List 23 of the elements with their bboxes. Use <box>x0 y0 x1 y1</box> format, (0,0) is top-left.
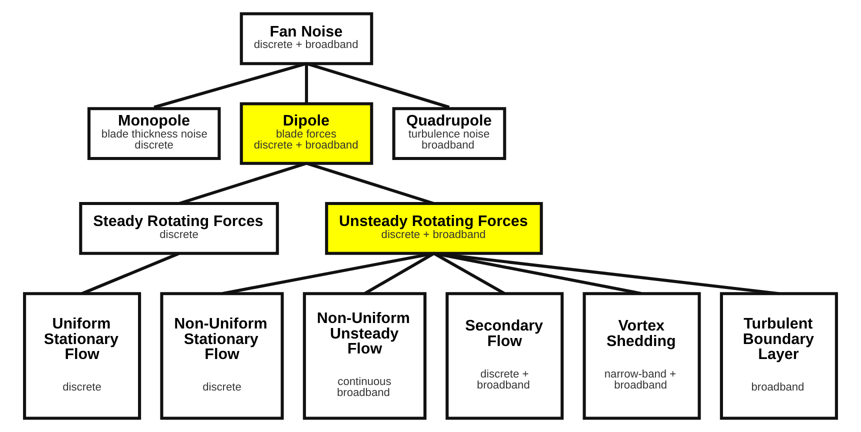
node-box: Fan Noise discrete + broadband <box>240 12 374 66</box>
connector <box>434 252 642 296</box>
connector <box>154 62 307 109</box>
node-box: Uniform Stationary Flow discrete <box>23 292 142 420</box>
node-box: Unsteady Rotating Forces discrete + broadband <box>325 202 543 255</box>
node-box: Secondary Flow discrete + broadband <box>446 292 564 420</box>
node-box: Steady Rotating Forces discrete <box>79 202 279 255</box>
node-box: Monopole blade thickness noise discrete <box>87 107 221 160</box>
node-box: Dipole blade forces discrete + broadband <box>240 102 374 165</box>
connector <box>222 252 434 296</box>
node-box: Turbulent Boundary Layer broadband <box>720 292 838 420</box>
connector <box>434 252 780 296</box>
node-box: Quadrupole turbulence noise broadband <box>392 107 506 160</box>
connector <box>306 162 434 205</box>
connector <box>306 62 450 109</box>
node-box: Non-Uniform Stationary Flow discrete <box>160 292 284 420</box>
connector <box>304 64 308 104</box>
connector <box>364 252 435 295</box>
connector <box>81 252 180 295</box>
connector <box>178 162 307 205</box>
node-box: Non-Uniform Unsteady Flow continuous broadband <box>302 292 426 420</box>
node-box: Vortex Shedding narrow-band + broadband <box>582 292 701 420</box>
connector <box>433 252 506 295</box>
